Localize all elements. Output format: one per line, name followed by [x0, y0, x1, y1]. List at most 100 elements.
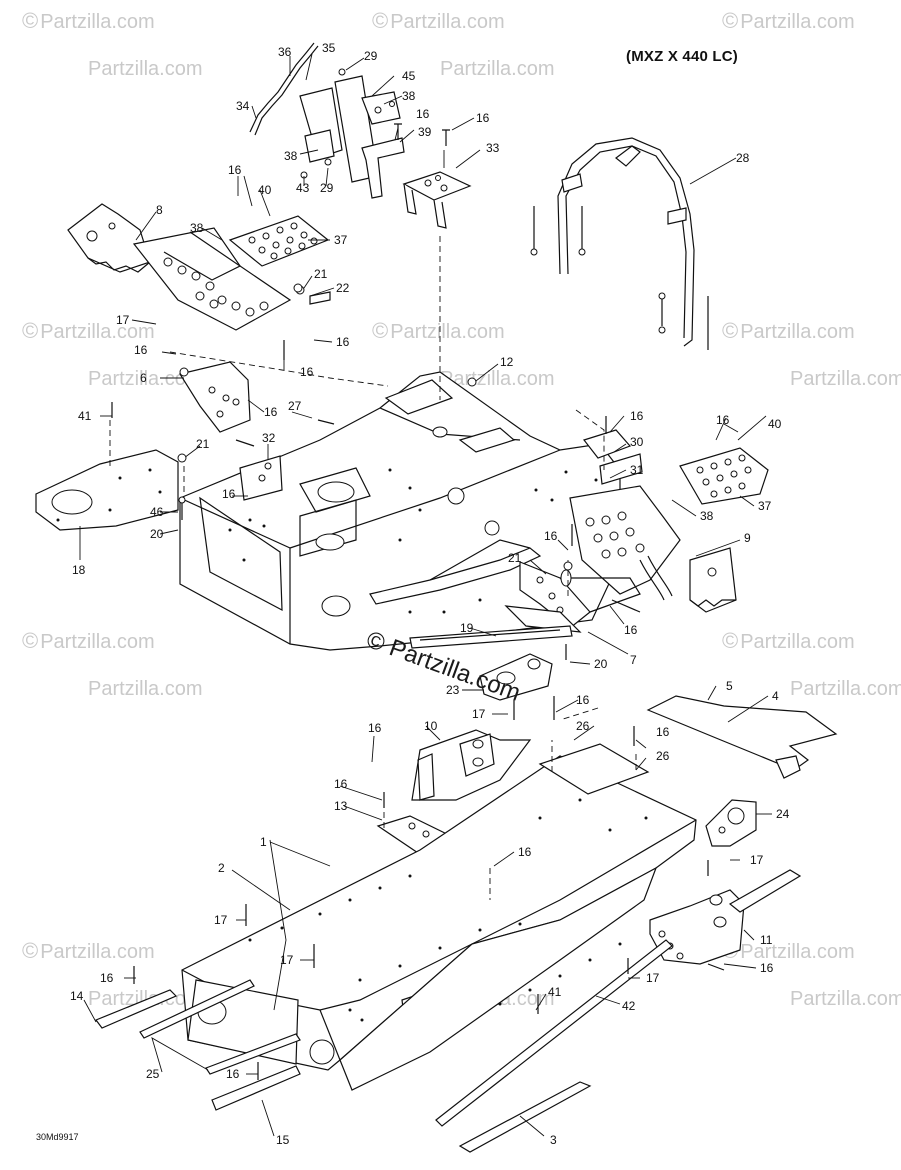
callout: 20	[150, 527, 164, 541]
callout: 30	[630, 435, 644, 449]
bracket-10	[411, 729, 532, 801]
callout: 29	[364, 49, 378, 63]
callout: 16	[222, 487, 236, 501]
callout: 26	[576, 719, 590, 733]
callout: 1	[260, 835, 267, 849]
watermark: Partzilla.com	[790, 368, 901, 390]
callout: 16	[300, 365, 314, 379]
callout: 27	[288, 399, 302, 413]
callout: 38	[284, 149, 298, 163]
callout: 16	[476, 111, 490, 125]
callout: 2	[218, 861, 225, 875]
callout: 18	[72, 563, 86, 577]
watermark: Partzilla.com	[88, 678, 203, 700]
callout: 46	[150, 505, 164, 519]
watermark: Partzilla.com	[440, 58, 555, 80]
callout: 40	[258, 183, 272, 197]
callout: 13	[334, 799, 348, 813]
watermark: ©Partzilla.com	[722, 8, 855, 33]
callout: 12	[500, 355, 514, 369]
callout: 43	[296, 181, 310, 195]
watermark: ©Partzilla.com	[372, 318, 505, 343]
callout: 37	[758, 499, 772, 513]
callout: 17	[214, 913, 228, 927]
chassis-frame	[179, 371, 621, 651]
callout: 29	[320, 181, 334, 195]
callout: 10	[424, 719, 438, 733]
callout: 41	[548, 985, 562, 999]
bracket-11	[649, 869, 802, 965]
callout: 4	[772, 689, 779, 703]
callout: 35	[322, 41, 336, 55]
callout: 42	[622, 999, 636, 1013]
callout: 16	[100, 971, 114, 985]
callout: 16	[518, 845, 532, 859]
watermark: Partzilla.com	[790, 678, 901, 700]
callout: 17	[750, 853, 764, 867]
callout: 26	[656, 749, 670, 763]
callout: 21	[314, 267, 328, 281]
callout: 16	[624, 623, 638, 637]
callout: 36	[278, 45, 292, 59]
callout: 38	[190, 221, 204, 235]
callout: 40	[768, 417, 782, 431]
callout: 38	[402, 89, 416, 103]
callout: 16	[576, 693, 590, 707]
panel-18	[35, 449, 179, 531]
plate-24	[705, 799, 757, 847]
callout: 23	[446, 683, 460, 697]
callout: 45	[402, 69, 416, 83]
callout: 16	[630, 409, 644, 423]
callout: 7	[630, 653, 637, 667]
callout: 24	[776, 807, 790, 821]
callout: 28	[736, 151, 750, 165]
fasteners	[111, 123, 725, 1080]
watermark: Partzilla.com	[790, 988, 901, 1010]
watermark: ©Partzilla.com	[722, 628, 855, 653]
callout: 16	[656, 725, 670, 739]
assembly-lines	[109, 236, 637, 900]
callout: 16	[226, 1067, 240, 1081]
callout: 16	[544, 529, 558, 543]
bracket-6	[179, 361, 251, 433]
watermark: Partzilla.com	[88, 58, 203, 80]
center-brackets	[409, 561, 641, 701]
callout: 32	[262, 431, 276, 445]
callout: 22	[336, 281, 350, 295]
callout: 21	[196, 437, 210, 451]
callout: 17	[280, 953, 294, 967]
model-title: (MXZ X 440 LC)	[626, 48, 738, 65]
watermark: ©Partzilla.com	[22, 938, 155, 963]
callout: 8	[156, 203, 163, 217]
callout: 16	[228, 163, 242, 177]
handle-28	[557, 137, 695, 347]
footrest-right	[569, 429, 769, 613]
plate-4	[646, 695, 838, 779]
watermark: Partzilla.com	[88, 368, 203, 390]
callout: 37	[334, 233, 348, 247]
leader-lines	[79, 53, 772, 1137]
callout: 16	[334, 777, 348, 791]
callout: 6	[140, 371, 147, 385]
tunnel-2	[181, 743, 697, 1091]
callout: 19	[460, 621, 474, 635]
callout-labels: 36 35 29 45 34 38 16 39 38 43 29 16 33 2…	[70, 41, 790, 1147]
callout: 17	[116, 313, 130, 327]
callout: 9	[744, 531, 751, 545]
bracket-33	[402, 150, 472, 229]
callout: 20	[594, 657, 608, 671]
footrest-left	[132, 215, 331, 331]
callout: 33	[486, 141, 500, 155]
callout: 15	[276, 1133, 290, 1147]
steering-support-group	[249, 42, 405, 199]
callout: 5	[726, 679, 733, 693]
watermark: ©Partzilla.com	[22, 628, 155, 653]
callout: 16	[336, 335, 350, 349]
callout: 17	[472, 707, 486, 721]
watermark: ©Partzilla.com	[22, 318, 155, 343]
callout: 11	[760, 933, 773, 947]
watermark: ©Partzilla.com	[372, 8, 505, 33]
callout: 31	[630, 463, 644, 477]
rails	[95, 939, 673, 1153]
